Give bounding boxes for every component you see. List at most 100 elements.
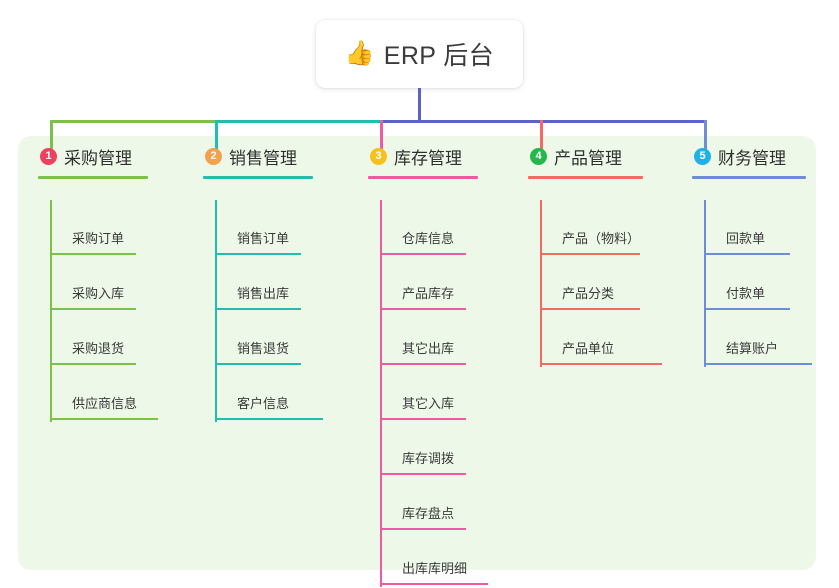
leaf-item[interactable]: 采购入库: [50, 255, 158, 310]
branch-underline-5: [692, 176, 806, 179]
branch-underline-2: [203, 176, 313, 179]
leaf-item[interactable]: 客户信息: [215, 365, 323, 420]
branch-badge-2: 2: [205, 147, 222, 165]
branch-stub-1: [50, 120, 53, 160]
diagram-panel: [18, 136, 816, 570]
leaf-underline: [540, 308, 640, 310]
leaf-item[interactable]: 采购订单: [50, 200, 158, 255]
leaf-item[interactable]: 产品单位: [540, 310, 662, 365]
leaf-item[interactable]: 产品分类: [540, 255, 662, 310]
branch-spine-2: [215, 200, 217, 422]
leaf-item[interactable]: 其它入库: [380, 365, 488, 420]
branch-items-5: 回款单付款单结算账户: [692, 179, 812, 367]
leaf-label: 仓库信息: [402, 231, 455, 246]
leaf-underline: [704, 253, 790, 255]
leaf-underline: [380, 528, 466, 530]
leaf-label: 客户信息: [237, 396, 290, 411]
branch-title-3: 库存管理: [394, 148, 462, 168]
branch-column-2: 2 销售管理销售订单销售出库销售退货客户信息: [203, 143, 323, 422]
leaf-label: 产品（物料）: [562, 231, 641, 246]
root-title: ERP 后台: [383, 42, 495, 70]
leaf-underline: [380, 583, 488, 585]
bus-segment-2: [215, 120, 383, 123]
branch-title-5: 财务管理: [718, 148, 786, 168]
bus-segment-1: [50, 120, 218, 123]
leaf-underline: [50, 253, 136, 255]
branch-header-5[interactable]: 5 财务管理: [692, 143, 806, 169]
branch-underline-3: [368, 176, 478, 179]
branch-spine-3: [380, 200, 382, 587]
leaf-item[interactable]: 库存盘点: [380, 475, 488, 530]
leaf-label: 销售出库: [237, 286, 290, 301]
leaf-underline: [380, 363, 466, 365]
branch-spine-4: [540, 200, 542, 367]
leaf-label: 供应商信息: [72, 396, 138, 411]
thumbs-up-icon: 👍: [344, 40, 375, 67]
leaf-label: 付款单: [726, 286, 766, 301]
leaf-underline: [50, 363, 136, 365]
leaf-label: 产品库存: [402, 286, 455, 301]
leaf-label: 采购退货: [72, 341, 125, 356]
leaf-label: 产品单位: [562, 341, 615, 356]
leaf-label: 出库库明细: [402, 561, 468, 576]
branch-column-1: 1 采购管理采购订单采购入库采购退货供应商信息: [38, 143, 158, 422]
leaf-item[interactable]: 销售出库: [215, 255, 323, 310]
leaf-underline: [540, 253, 640, 255]
branch-items-3: 仓库信息产品库存其它出库其它入库库存调拨库存盘点出库库明细: [368, 179, 488, 587]
leaf-label: 回款单: [726, 231, 766, 246]
leaf-label: 销售订单: [237, 231, 290, 246]
branch-underline-4: [528, 176, 643, 179]
branch-column-5: 5 财务管理回款单付款单结算账户: [692, 143, 812, 367]
branch-underline-1: [38, 176, 148, 179]
branch-badge-5: 5: [694, 147, 711, 165]
leaf-item[interactable]: 供应商信息: [50, 365, 158, 420]
root-node[interactable]: 👍 ERP 后台: [316, 20, 523, 88]
branch-items-2: 销售订单销售出库销售退货客户信息: [203, 179, 323, 422]
leaf-item[interactable]: 其它出库: [380, 310, 488, 365]
branch-header-1[interactable]: 1 采购管理: [38, 143, 148, 169]
branch-header-4[interactable]: 4 产品管理: [528, 143, 643, 169]
leaf-label: 其它出库: [402, 341, 455, 356]
leaf-item[interactable]: 出库库明细: [380, 530, 488, 585]
leaf-item[interactable]: 回款单: [704, 200, 812, 255]
leaf-underline: [704, 363, 812, 365]
leaf-underline: [704, 308, 790, 310]
branch-badge-4: 4: [530, 147, 547, 165]
leaf-item[interactable]: 销售订单: [215, 200, 323, 255]
leaf-underline: [50, 308, 136, 310]
leaf-underline: [215, 363, 301, 365]
branch-stub-2: [215, 120, 218, 160]
branch-spine-5: [704, 200, 706, 367]
branch-badge-1: 1: [40, 147, 57, 165]
leaf-item[interactable]: 产品库存: [380, 255, 488, 310]
branch-title-4: 产品管理: [554, 148, 622, 168]
leaf-underline: [215, 418, 323, 420]
branch-column-4: 4 产品管理产品（物料） 产品分类产品单位: [528, 143, 662, 367]
leaf-underline: [380, 308, 466, 310]
leaf-item[interactable]: 库存调拨: [380, 420, 488, 475]
bus-segment-3: [380, 120, 543, 123]
branch-title-1: 采购管理: [64, 148, 132, 168]
bus-segment-4: [540, 120, 707, 123]
leaf-item[interactable]: 仓库信息: [380, 200, 488, 255]
leaf-underline: [215, 253, 301, 255]
leaf-underline: [380, 253, 466, 255]
leaf-item[interactable]: 销售退货: [215, 310, 323, 365]
leaf-item[interactable]: 产品（物料）: [540, 200, 662, 255]
leaf-label: 库存盘点: [402, 506, 455, 521]
leaf-item[interactable]: 结算账户: [704, 310, 812, 365]
leaf-item[interactable]: 付款单: [704, 255, 812, 310]
branch-stub-4: [540, 120, 543, 160]
branch-stub-5: [704, 120, 707, 160]
leaf-underline: [50, 418, 158, 420]
leaf-item[interactable]: 采购退货: [50, 310, 158, 365]
branch-title-2: 销售管理: [229, 148, 297, 168]
branch-header-2[interactable]: 2 销售管理: [203, 143, 313, 169]
branch-stub-3: [380, 120, 383, 160]
leaf-label: 其它入库: [402, 396, 455, 411]
leaf-underline: [380, 418, 466, 420]
trunk-line: [418, 88, 421, 123]
leaf-label: 结算账户: [726, 341, 779, 356]
